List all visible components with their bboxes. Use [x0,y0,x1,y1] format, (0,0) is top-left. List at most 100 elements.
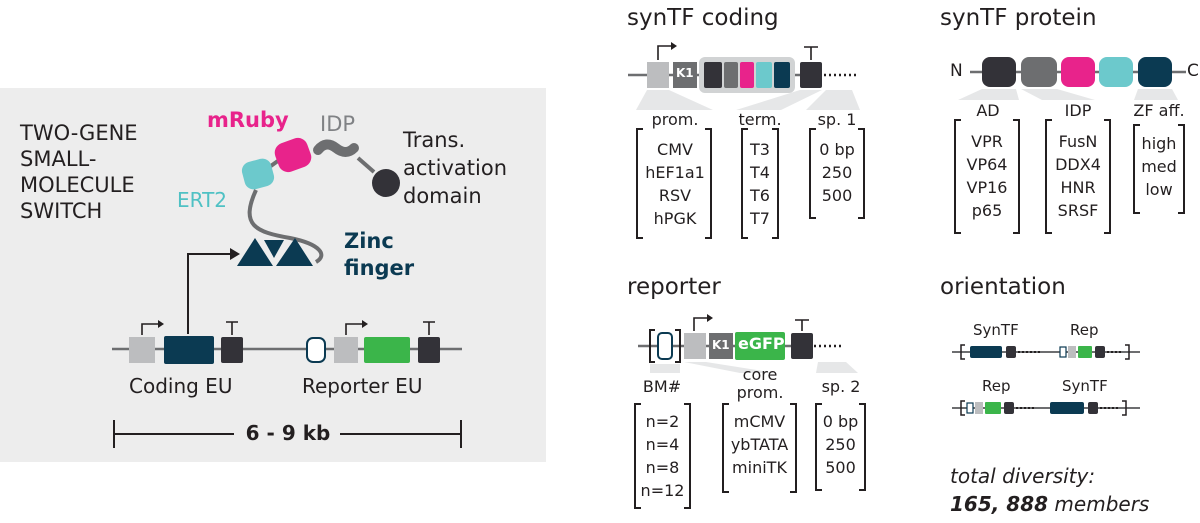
orient1-bracket-left [960,344,965,360]
reporter-egfp [364,337,410,363]
bm-bracket [634,403,691,509]
core-prom-options: mCMV ybTATA miniTK [723,410,796,479]
orientation-row2-label-a: Rep [982,377,1011,395]
list-item: low [1145,180,1173,199]
orientation-row1-label-a: SynTF [973,321,1019,339]
ad-bracket [954,119,1020,234]
list-item: n=4 [645,435,680,454]
prom-callout [636,90,713,110]
prom-bracket [636,128,712,239]
orientation-row1-label-b: Rep [1070,321,1099,339]
bm-callout [650,364,680,373]
orient1-bm [1059,346,1067,358]
c-terminus-label: C [1187,61,1199,81]
ad-header: AD [976,101,1000,120]
cds-mruby [740,62,754,88]
list-item: T7 [750,209,770,228]
mruby-label: mRuby [207,108,289,132]
orient2-rep-egfp [985,402,1001,414]
kozak-block [673,62,697,88]
list-item: 500 [821,186,853,205]
list-item: n=2 [645,412,680,431]
zf-aff-header: ZF aff. [1133,101,1185,120]
orientation-title: orientation [940,274,1066,300]
orient1-syntf-cds [970,346,1002,358]
list-item: med [1141,157,1177,176]
sp1-bracket [809,128,865,219]
reporter-terminator [418,337,440,363]
list-item: 250 [821,163,853,182]
zinc-finger-triangle-2 [264,240,284,258]
protein-ad [982,57,1016,87]
bm-header: BM# [642,377,682,396]
binding-motif [657,332,673,360]
orient2-rep-prom [975,402,983,414]
bm-bracket-small [649,329,681,363]
term-callout [736,90,822,110]
idp-header: IDP [1064,101,1092,120]
orient1-rep-prom [1068,346,1076,358]
cds-idp [724,62,738,88]
zf-bracket [1133,124,1185,214]
egfp-label: eGFP [738,334,785,353]
reporter-promoter-arrow [693,317,709,331]
size-label: 6 - 9 kb [245,421,331,445]
core-prom-bracket [722,403,797,493]
reporter-terminator-symbol [423,321,435,335]
list-item: p65 [971,201,1003,220]
list-item: VP64 [966,155,1008,174]
switch-title-line: TWO-GENE [20,121,138,145]
protein-idp [1021,57,1057,87]
list-item: SRSF [1057,201,1099,220]
protein-ert2 [1099,57,1133,87]
list-item: n=12 [640,481,685,500]
zinc-finger-line: Zinc [344,229,394,253]
list-item: ybTATA [730,435,789,454]
ert2-label: ERT2 [177,188,228,212]
prom-options: CMV hEF1a1 RSV hPGK [640,138,710,230]
coding-terminator [221,337,243,363]
ad-options: VPR VP64 VP16 p65 [955,130,1019,222]
reporter-terminator-symbol [795,319,809,331]
bm-options: n=2 n=4 n=8 n=12 [635,410,690,502]
orient1-bracket-right [1125,344,1130,360]
reporter-promoter [334,337,358,363]
list-item: n=8 [645,458,680,477]
cds-ert2 [756,62,772,88]
list-item: high [1141,134,1177,153]
protein-mruby [1061,57,1095,87]
sp2-options: 0 bp 250 500 [816,410,865,479]
reporter-k1-label: K1 [712,338,730,352]
sp1-header: sp. 1 [817,110,857,129]
list-item: T4 [750,163,770,182]
coding-k1-label: K1 [676,66,694,80]
egfp-block [735,332,785,360]
zf-callout [1134,89,1178,100]
syntf-protein-title: synTF protein [940,5,1097,31]
activation-domain-line: activation [403,156,508,180]
switch-title-line: SWITCH [20,199,103,223]
zinc-finger-triangle-3 [276,238,313,266]
term-header: term. [738,110,782,129]
sp1-options: 0 bp 250 500 [810,138,864,207]
reporter-promoter-arrow [345,323,364,335]
total-number: 165, 888 [950,492,1049,516]
list-item: FusN [1058,132,1098,151]
total-members: 165, 888 members [950,494,1149,514]
cds-zf [774,62,790,88]
list-item: hEF1a1 [645,163,705,182]
list-item: T6 [750,186,770,205]
activation-arrowhead [230,248,240,260]
orient1-syntf-term [1006,346,1016,358]
coding-cds [164,336,214,364]
coding-promoter-arrow [657,45,673,60]
coding-promoter [129,337,155,363]
orient1-rep-term [1095,346,1105,358]
coding-promoter-arrow [141,323,160,335]
linker-ert2-zf [247,189,324,264]
